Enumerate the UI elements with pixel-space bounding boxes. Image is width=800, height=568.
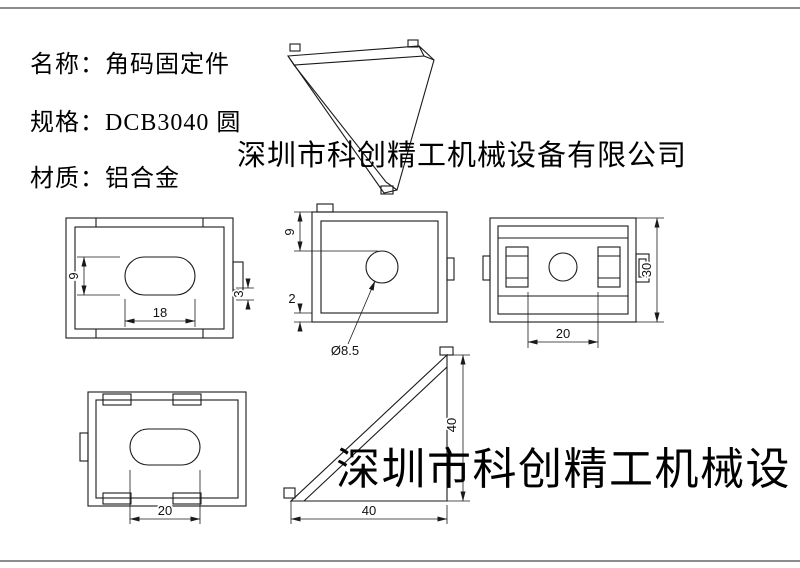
hole-leader-line (347, 280, 376, 345)
bottom-view-dimensions (129, 470, 201, 524)
back-view-dimensions (527, 217, 664, 348)
bottom-left-tab (79, 432, 89, 462)
top-view-side-tab (446, 257, 455, 281)
side-view-dimensions (290, 354, 470, 524)
dim-front-slot-height: 9 (66, 272, 81, 279)
dim-back-height: 30 (639, 263, 654, 277)
dim-front-slot-width: 18 (153, 305, 167, 320)
side-top-tab (439, 346, 454, 356)
dim-front-tab: 3 (231, 290, 246, 297)
dim-bottom-span: 20 (158, 503, 172, 518)
part-material-label: 材质：铝合金 (30, 166, 180, 192)
watermark-company-bottom: 深圳市科创精工机械设 (336, 445, 791, 494)
side-corner-tab (283, 487, 296, 499)
dim-top-wall: 2 (288, 291, 295, 306)
part-name-label: 名称：角码固定件 (30, 52, 230, 78)
dimension-texts: 9 18 3 9 2 Ø8.5 30 20 20 40 40 (64, 227, 656, 520)
side-view (283, 346, 454, 502)
front-view (65, 217, 244, 339)
dim-back-span: 20 (556, 326, 570, 341)
isometric-view (286, 39, 435, 195)
top-view-tab (316, 203, 334, 213)
top-view (311, 203, 455, 323)
back-left-tab (482, 255, 491, 281)
iso-corner-tab (380, 185, 394, 195)
bottom-view (79, 391, 247, 507)
front-slot (124, 256, 196, 296)
back-view (482, 217, 650, 323)
iso-corner-tab (289, 43, 301, 52)
top-view-dimensions (294, 211, 378, 345)
back-right-slot (597, 246, 621, 288)
bottom-slot (129, 428, 201, 466)
back-right-tab (635, 253, 650, 283)
through-hole (365, 250, 399, 284)
front-view-dimensions (77, 256, 254, 327)
watermark-company-center: 深圳市科创精工机械设备有限公司 (237, 140, 688, 172)
dim-top-edge: 9 (282, 228, 297, 235)
part-spec-label: 规格：DCB3040 圆 (30, 110, 242, 136)
dim-side-width: 40 (362, 503, 376, 518)
iso-corner-tab (407, 39, 419, 48)
front-right-tab (232, 261, 244, 291)
dim-side-height: 40 (444, 418, 459, 432)
sheet-border (0, 7, 800, 562)
dim-hole-diameter: Ø8.5 (331, 343, 359, 358)
back-left-slot (505, 246, 529, 288)
through-hole (548, 252, 578, 282)
